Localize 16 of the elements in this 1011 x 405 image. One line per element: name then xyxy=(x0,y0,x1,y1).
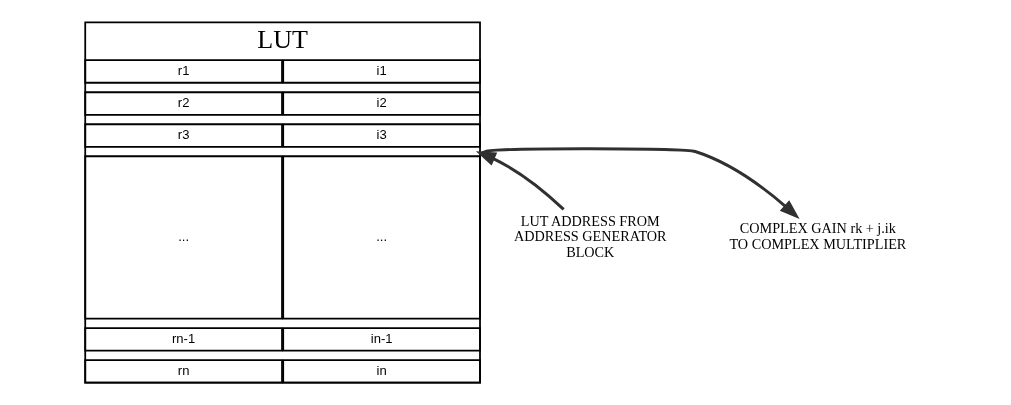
node-box: i1 xyxy=(282,59,481,84)
node-box: rn-1 xyxy=(84,327,283,352)
node-box: ... xyxy=(84,155,283,320)
node-box: rn xyxy=(84,359,283,384)
node-box: r1 xyxy=(84,59,283,84)
node-box: i2 xyxy=(282,91,481,116)
arrow xyxy=(479,147,800,219)
node-box: ... xyxy=(282,155,481,320)
node-box: in xyxy=(282,359,481,384)
arrow xyxy=(475,151,565,211)
node-text: LUT ADDRESS FROM ADDRESS GENERATOR BLOCK xyxy=(513,212,667,260)
node-box: r2 xyxy=(84,91,283,116)
node-box: r3 xyxy=(84,123,283,148)
node-box: in-1 xyxy=(282,327,481,352)
node-text: COMPLEX GAIN rk + j.ik TO COMPLEX MULTIPLIER xyxy=(729,220,907,252)
node-box: i3 xyxy=(282,123,481,148)
